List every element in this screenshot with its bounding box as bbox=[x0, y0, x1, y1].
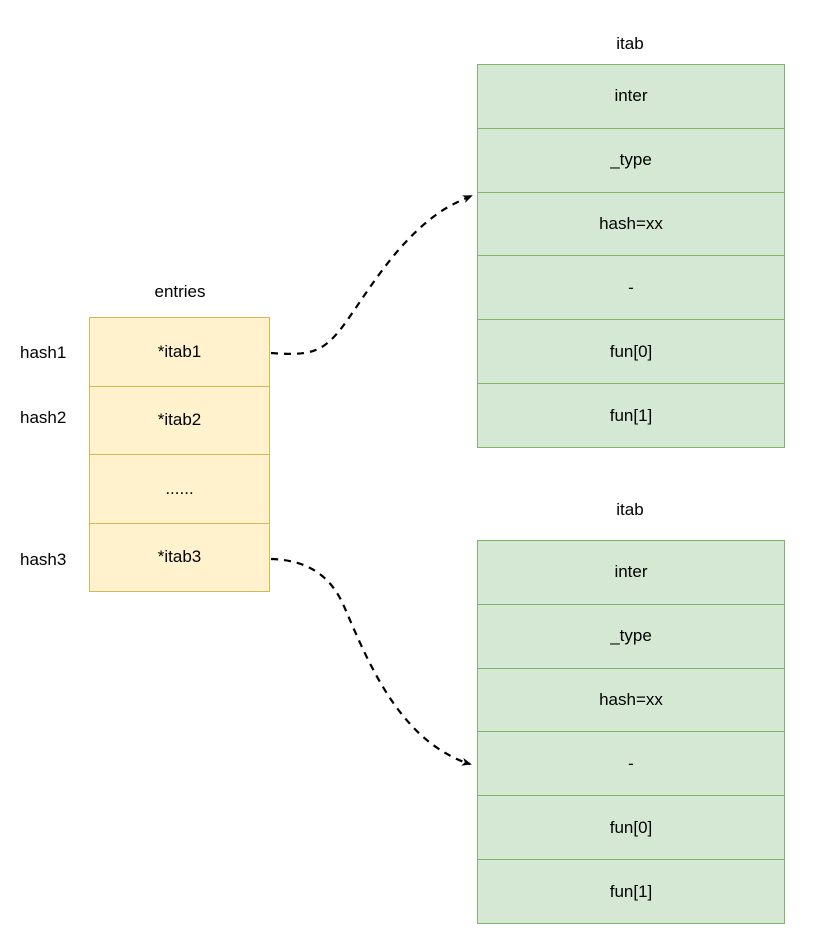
row-label-hash1: hash1 bbox=[20, 343, 67, 362]
itab-2-title: itab bbox=[616, 500, 644, 519]
itab-2-cell-inter: inter bbox=[478, 541, 784, 605]
entries-cell-ellipsis[interactable]: ...... bbox=[90, 455, 269, 524]
itab-1-cell-hash: hash=xx bbox=[478, 192, 784, 257]
itab-table-2: inter _type hash=xx - fun[0] fun[1] bbox=[477, 540, 785, 924]
itab-2-cell-fun0: fun[0] bbox=[478, 796, 784, 861]
entries-cell-itab3[interactable]: *itab3 bbox=[90, 523, 269, 591]
row-label-hash3: hash3 bbox=[20, 550, 67, 569]
itab-1-title: itab bbox=[616, 34, 644, 53]
itab-1-cell-inter: inter bbox=[478, 65, 784, 129]
entries-cell-itab1[interactable]: *itab1 bbox=[90, 318, 269, 387]
itab-1-cell-fun1: fun[1] bbox=[478, 384, 784, 447]
itab-2-cell-dash: - bbox=[478, 732, 784, 797]
entries-table: *itab1 *itab2 ...... *itab3 bbox=[89, 317, 270, 592]
itab-2-cell-hash: hash=xx bbox=[478, 668, 784, 733]
entries-cell-itab2[interactable]: *itab2 bbox=[90, 386, 269, 455]
itab-2-cell-fun1: fun[1] bbox=[478, 860, 784, 923]
itab-table-1: inter _type hash=xx - fun[0] fun[1] bbox=[477, 64, 785, 448]
itab-1-cell-dash: - bbox=[478, 256, 784, 321]
itab-2-cell-type: _type bbox=[478, 604, 784, 669]
itab-1-cell-type: _type bbox=[478, 128, 784, 193]
entries-title: entries bbox=[154, 282, 206, 301]
row-label-hash2: hash2 bbox=[20, 408, 67, 427]
itab1-pointer-arrow bbox=[270, 194, 473, 355]
itab-1-cell-fun0: fun[0] bbox=[478, 320, 784, 385]
itab3-pointer-arrow bbox=[270, 557, 472, 766]
